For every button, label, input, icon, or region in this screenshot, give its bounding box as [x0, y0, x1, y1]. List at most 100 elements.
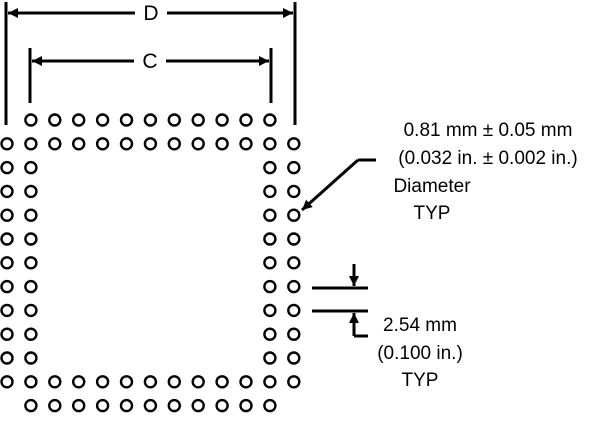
pin-pad — [167, 398, 182, 413]
dimension-c-label: C — [142, 50, 157, 73]
pin-pad — [119, 137, 134, 151]
pin-pad — [191, 113, 205, 127]
pin-pad — [263, 256, 277, 270]
pin-pad — [119, 375, 134, 389]
dimension-d: D — [4, 2, 297, 125]
pin-pad — [24, 256, 38, 270]
pin-pad — [167, 137, 182, 151]
pin-pad — [263, 113, 277, 127]
pin-pad — [287, 327, 301, 341]
diameter-label: Diameter — [393, 176, 471, 197]
pin-pad — [24, 375, 38, 389]
dimension-d-label: D — [143, 2, 158, 25]
dimension-c: C — [28, 48, 273, 103]
pin-pad — [24, 184, 38, 199]
pin-pad — [263, 351, 277, 365]
pin-pad — [71, 137, 86, 151]
pin-grid — [0, 113, 301, 413]
pin-pad — [71, 375, 86, 389]
pin-pad — [263, 160, 277, 175]
pin-pad — [263, 327, 277, 341]
pin-pad — [0, 232, 14, 246]
pin-pad — [287, 160, 301, 175]
diameter-in-text: (0.032 in. ± 0.002 in.) — [398, 148, 577, 169]
pin-pad — [119, 113, 134, 127]
pin-pad — [191, 137, 205, 151]
pin-pad — [215, 375, 229, 389]
pin-pad — [215, 113, 229, 127]
pin-pad — [287, 208, 301, 222]
pin-pad — [287, 256, 301, 270]
pin-pad — [24, 351, 38, 365]
pitch-mm-text: 2.54 mm — [383, 315, 457, 336]
pitch-typ-label: TYP — [402, 370, 439, 391]
pin-pad — [24, 398, 38, 413]
pin-pad — [0, 208, 14, 222]
pin-pad — [48, 113, 62, 127]
pin-pad — [263, 184, 277, 199]
pin-pad — [48, 398, 62, 413]
diameter-mm-text: 0.81 mm ± 0.05 mm — [404, 120, 573, 141]
pin-pad — [24, 303, 38, 318]
pin-pad — [239, 398, 253, 413]
pin-pad — [0, 160, 14, 175]
pin-pad — [95, 113, 110, 127]
pin-pad — [287, 137, 301, 151]
pin-pad — [0, 137, 14, 151]
pin-pad — [143, 113, 158, 127]
pin-pad — [48, 375, 62, 389]
pin-pad — [263, 208, 277, 222]
pin-pad — [24, 279, 38, 294]
pin-pad — [287, 351, 301, 365]
pin-pad — [143, 375, 158, 389]
pin-pad — [287, 375, 301, 389]
pin-pad — [24, 327, 38, 341]
pin-pad — [143, 137, 158, 151]
pin-pad — [215, 398, 229, 413]
pin-pad — [167, 375, 182, 389]
pin-pad — [263, 279, 277, 294]
pin-pad — [239, 113, 253, 127]
pin-pad — [191, 398, 205, 413]
pin-pad — [239, 375, 253, 389]
pin-pad — [0, 351, 14, 365]
pin-pad — [263, 375, 277, 389]
pin-pad — [143, 398, 158, 413]
pin-pad — [287, 232, 301, 246]
pin-pad — [191, 375, 205, 389]
pitch-in-text: (0.100 in.) — [377, 343, 463, 364]
pin-pad — [119, 398, 134, 413]
pin-pad — [95, 137, 110, 151]
pin-pad — [287, 303, 301, 318]
pitch-callout: 2.54 mm (0.100 in.) TYP — [312, 264, 463, 391]
pin-pad — [24, 232, 38, 246]
pin-pad — [0, 184, 14, 199]
pin-pad — [71, 113, 86, 127]
pin-pad — [0, 256, 14, 270]
pin-pad — [263, 398, 277, 413]
pin-pad — [0, 327, 14, 341]
pin-pad — [0, 375, 14, 389]
pin-pad — [215, 137, 229, 151]
pin-pad — [263, 137, 277, 151]
pin-pad — [287, 279, 301, 294]
pin-pad — [167, 113, 182, 127]
pin-pad — [24, 137, 38, 151]
diameter-typ-label: TYP — [414, 203, 451, 224]
pin-pad — [263, 303, 277, 318]
pin-pad — [95, 398, 110, 413]
pin-pad — [71, 398, 86, 413]
diameter-leader-arrow — [301, 158, 359, 212]
pin-pad — [24, 208, 38, 222]
pin-pad — [239, 137, 253, 151]
pin-pad — [95, 375, 110, 389]
pin-pad — [0, 279, 14, 294]
pin-pad — [287, 184, 301, 199]
pin-pad — [24, 160, 38, 175]
pin-pad — [48, 137, 62, 151]
pin-pad — [24, 113, 38, 127]
pin-pad — [0, 303, 14, 318]
pin-pad — [263, 232, 277, 246]
